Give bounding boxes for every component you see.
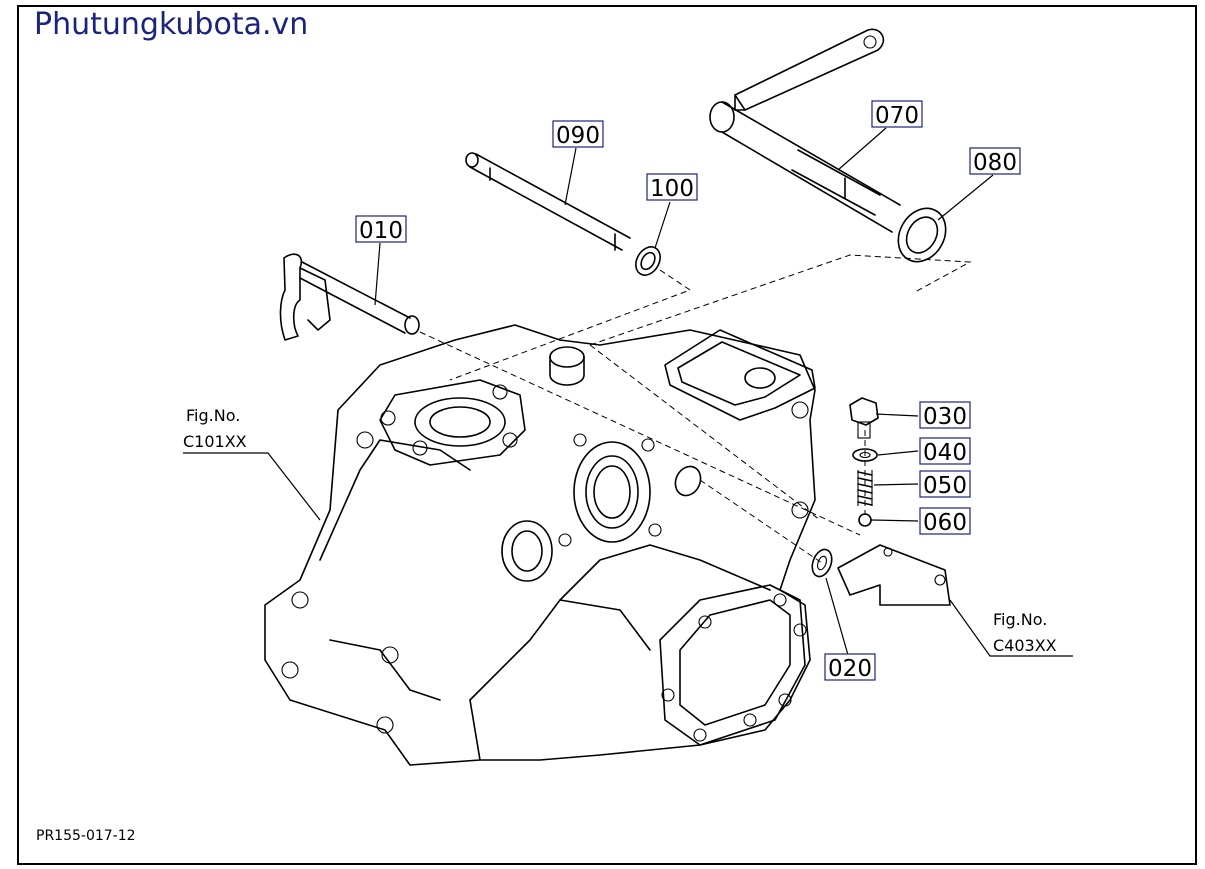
seal-020 [811, 548, 833, 578]
seal-100 [635, 246, 661, 276]
callout-100: 100 [646, 173, 698, 202]
shift-fork-010 [279, 253, 420, 341]
fig-reference-right-line1: Fig.No. [993, 610, 1047, 629]
drain-plug-030 [849, 397, 879, 439]
callout-030-label: 030 [923, 404, 967, 430]
ball-060 [858, 513, 872, 527]
fig-reference-right-line2: C403XX [993, 636, 1057, 655]
fig-reference-right: Fig.No. C403XX [993, 610, 1057, 655]
drawing-code: PR155-017-12 [36, 828, 136, 844]
fig-reference-left-line1: Fig.No. [186, 406, 240, 425]
callout-050: 050 [919, 470, 971, 499]
drawing-frame [17, 5, 1197, 865]
watermark-text: Phutungkubota.vn [34, 7, 308, 42]
callout-010: 010 [355, 215, 407, 244]
callout-090: 090 [552, 120, 604, 149]
callout-050-label: 050 [923, 473, 967, 499]
lever-shaft-070 [709, 28, 901, 233]
callout-070-label: 070 [875, 103, 919, 129]
fig-reference-left-line2: C101XX [183, 432, 247, 451]
shaft-090 [465, 152, 631, 251]
callout-060-label: 060 [923, 510, 967, 536]
transmission-case [264, 324, 816, 766]
callout-080: 080 [969, 147, 1021, 176]
callout-090-label: 090 [556, 123, 600, 149]
callout-020-label: 020 [828, 656, 872, 682]
leader-lines [183, 127, 1073, 657]
fig-reference-left: Fig.No. C101XX [183, 406, 247, 451]
callout-030: 030 [919, 401, 971, 430]
assembly-lines [419, 254, 972, 564]
bracket-c403 [837, 544, 951, 606]
callout-020: 020 [824, 653, 876, 682]
callout-060: 060 [919, 507, 971, 536]
callout-010-label: 010 [359, 218, 403, 244]
callout-040-label: 040 [923, 440, 967, 466]
oil-seal-080 [897, 207, 947, 263]
callout-080-label: 080 [973, 150, 1017, 176]
callout-040: 040 [919, 437, 971, 466]
callout-100-label: 100 [650, 176, 694, 202]
callout-070: 070 [871, 100, 923, 129]
